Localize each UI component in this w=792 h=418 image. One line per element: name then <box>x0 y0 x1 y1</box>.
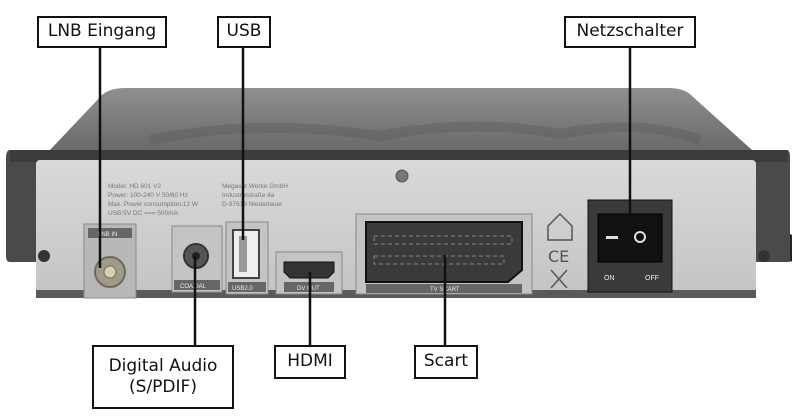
model-info-line: USB:5V DC === 500mA <box>108 210 179 217</box>
hdmi-socket <box>283 261 335 279</box>
lnb-port-label: LNB IN <box>98 232 117 238</box>
scart-socket <box>365 221 523 283</box>
callout-usb: USB <box>217 16 271 48</box>
maker-info-line: Megasat Werke GmbH <box>222 183 288 190</box>
weee-bin-icon <box>550 269 568 289</box>
callout-scart: Scart <box>414 345 478 379</box>
power-switch-on-label: ON <box>604 275 615 282</box>
screw-left <box>38 250 50 262</box>
screw-right <box>758 250 770 262</box>
hdmi-port-label: DV OUT <box>297 286 320 292</box>
device-top-cover <box>50 88 752 150</box>
usb-socket-tongue <box>239 236 247 272</box>
power-switch-on-mark <box>606 236 618 239</box>
callout-lnb-input: LNB Eingang <box>37 16 167 48</box>
usb-label-bg <box>228 282 266 292</box>
model-info-line: Max. Power consumption:12 W <box>108 201 199 208</box>
right-side-band <box>752 150 790 262</box>
home-symbol-icon <box>547 212 573 241</box>
callout-hdmi: HDMI <box>274 345 346 379</box>
upper-dark-band <box>10 150 788 162</box>
model-info-line: Model: HD 601 V2 <box>108 183 161 190</box>
maker-info-line: Industriestraße 4a <box>222 192 275 199</box>
power-switch-off-mark <box>634 231 646 243</box>
lnb-port-label-bg <box>88 228 132 238</box>
scart-pin-row-upper <box>373 235 513 245</box>
weee-bar <box>548 291 570 294</box>
usb-port-label: USB2.0 <box>232 286 253 292</box>
callout-digital-audio: Digital Audio (S/PDIF) <box>92 345 234 409</box>
ce-mark-icon: CE <box>548 247 569 266</box>
model-info-line: Power: 100-240 V 50/60 Hz <box>108 192 188 199</box>
lnb-connector-core <box>103 265 117 279</box>
top-cover-vents <box>149 121 702 145</box>
power-switch-off-label: OFF <box>645 275 659 282</box>
coaxial-port-label: COAXIAL <box>180 284 207 290</box>
callout-power-switch: Netzschalter <box>564 16 696 48</box>
scart-pin-row-lower <box>373 255 505 265</box>
coaxial-label-bg <box>174 280 220 290</box>
screw-top-center <box>395 169 409 183</box>
maker-info-line: D-97618 Niederlauer <box>222 201 283 208</box>
